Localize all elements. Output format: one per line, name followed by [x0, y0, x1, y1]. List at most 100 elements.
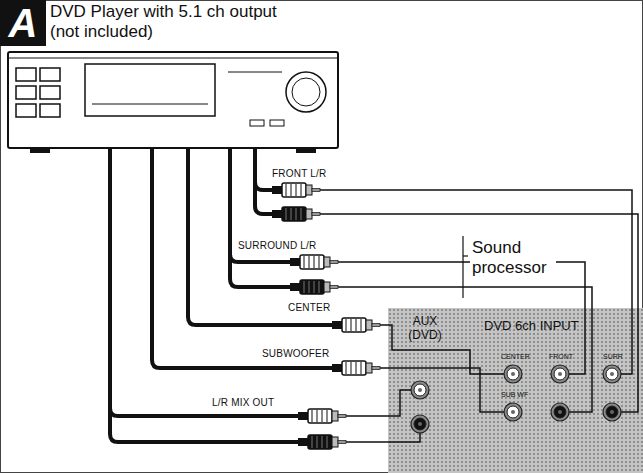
wire — [388, 308, 632, 374]
player-display — [85, 64, 215, 116]
plug-body — [308, 409, 332, 423]
jack-group-label: DVD 6ch INPUT — [484, 318, 579, 334]
plug-boot — [298, 412, 308, 420]
plug-body — [342, 361, 366, 375]
dvd-player-body — [8, 52, 338, 148]
plug-grip — [322, 436, 323, 448]
jack-center — [418, 422, 422, 426]
plug-collar — [306, 209, 312, 219]
player-small-button — [270, 120, 284, 126]
plug-body — [308, 435, 332, 449]
jack-center — [558, 372, 562, 376]
jack — [554, 406, 566, 418]
plug-grip — [296, 184, 297, 196]
plug-grip — [312, 436, 313, 448]
plug-grip — [319, 256, 320, 268]
cable-label: CENTER — [288, 302, 330, 314]
cable — [255, 148, 274, 190]
jack-label: SUB WF — [501, 391, 528, 399]
jack-center — [511, 410, 515, 414]
plug-body — [342, 318, 366, 332]
plug-pin — [338, 415, 346, 418]
title: DVD Player with 5.1 ch output (not inclu… — [50, 2, 300, 42]
plug-grip — [291, 208, 292, 220]
jack-label: SURR — [603, 353, 623, 361]
plug-boot — [272, 210, 282, 218]
plug-grip — [317, 410, 318, 422]
plug-boot — [290, 258, 300, 266]
cable — [152, 148, 334, 368]
jack-ring — [411, 415, 429, 433]
plug-collar — [366, 363, 372, 373]
player-foot — [296, 148, 316, 153]
plug-collar — [332, 411, 338, 421]
plug-grip — [304, 256, 305, 268]
plug-grip — [314, 256, 315, 268]
cable-label: SUBWOOFER — [262, 348, 329, 360]
plug-grip — [309, 256, 310, 268]
plug-body — [282, 207, 306, 221]
plug-collar — [306, 185, 312, 195]
jack — [554, 368, 566, 380]
jack — [507, 406, 519, 418]
plug-pin — [312, 189, 320, 192]
player-button — [40, 104, 60, 117]
panel-heading: Sound processor — [470, 238, 556, 278]
jack-ring — [411, 381, 429, 399]
plug-body — [300, 280, 324, 294]
section-badge: A — [0, 0, 46, 46]
plug-grip — [286, 184, 287, 196]
plug-grip — [286, 208, 287, 220]
display-line — [92, 104, 208, 105]
wire — [388, 308, 592, 412]
player-button — [16, 104, 36, 117]
plug-grip — [361, 362, 362, 374]
badge-letter: A — [9, 3, 38, 43]
jack — [606, 406, 618, 418]
plug-grip — [346, 319, 347, 331]
plug-grip — [314, 281, 315, 293]
plug-grip — [301, 184, 302, 196]
jack — [414, 384, 426, 396]
cable-label: L/R MIX OUT — [212, 397, 274, 409]
plug-grip — [319, 281, 320, 293]
jack-center — [610, 410, 614, 414]
bracket-line — [462, 236, 463, 298]
player-knob — [286, 72, 326, 112]
player-knob-inner — [292, 78, 320, 106]
plug-collar — [324, 282, 330, 292]
plug-grip — [351, 362, 352, 374]
jack-ring — [504, 403, 522, 421]
plug-grip — [327, 410, 328, 422]
cable-label: FRONT L/R — [272, 168, 326, 180]
plug-grip — [304, 281, 305, 293]
plug-pin — [372, 324, 380, 327]
plug-collar — [332, 437, 338, 447]
cable-label: SURROUND L/R — [238, 240, 317, 252]
plug-grip — [291, 184, 292, 196]
plug-boot — [332, 364, 342, 372]
plug-grip — [322, 410, 323, 422]
jack — [606, 368, 618, 380]
plug-pin — [338, 441, 346, 444]
plug-grip — [327, 436, 328, 448]
plug-grip — [312, 410, 313, 422]
jack-ring — [504, 365, 522, 383]
plug-grip — [361, 319, 362, 331]
cable — [110, 148, 300, 416]
plug-pin — [372, 367, 380, 370]
plug-grip — [356, 362, 357, 374]
plug-grip — [309, 281, 310, 293]
plug-grip — [301, 208, 302, 220]
cable — [110, 148, 300, 442]
plug-grip — [296, 208, 297, 220]
jack-ring — [551, 403, 569, 421]
plug-pin — [312, 213, 320, 216]
player-foot — [30, 148, 50, 153]
player-button — [40, 86, 60, 99]
plug-collar — [324, 257, 330, 267]
plug-pin — [330, 261, 338, 264]
plug-grip — [351, 319, 352, 331]
plug-boot — [332, 321, 342, 329]
